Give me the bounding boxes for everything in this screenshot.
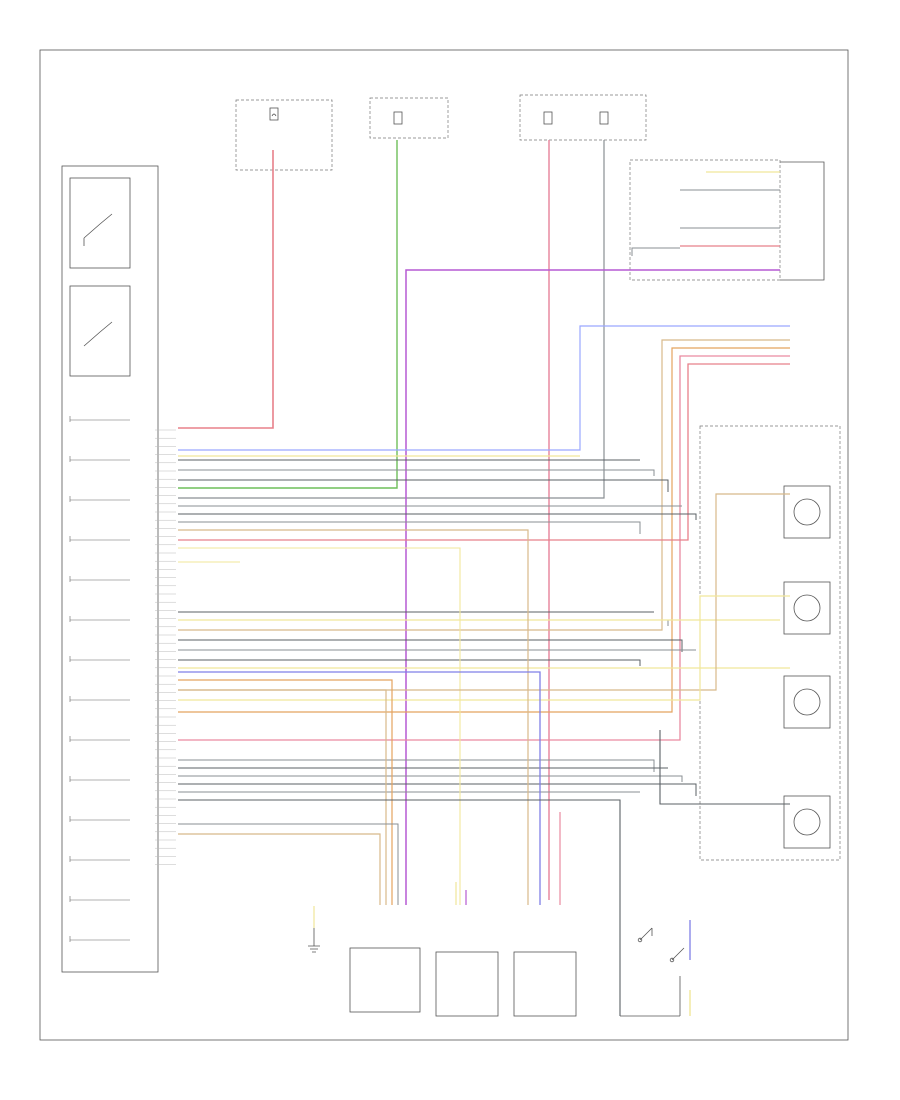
wire-tan-4 bbox=[178, 689, 387, 905]
wire-gray-13 bbox=[178, 775, 683, 782]
wire-tan-2 bbox=[178, 493, 790, 691]
fuse-box-right bbox=[519, 94, 647, 141]
wire-yellow-2 bbox=[178, 547, 461, 905]
wire-gray-14 bbox=[178, 783, 697, 796]
tire-pressure-sensor-3 bbox=[783, 675, 831, 729]
wire-tan-5 bbox=[178, 833, 381, 905]
wire-purple-run bbox=[405, 269, 780, 905]
wire-red-2 bbox=[178, 363, 790, 541]
wire-orange bbox=[178, 347, 790, 713]
wire-blue-2 bbox=[178, 671, 541, 905]
wire-blue-run bbox=[178, 325, 790, 451]
pressure-sensor-connector-left bbox=[435, 951, 499, 1017]
wire-gray-1 bbox=[178, 469, 655, 476]
wire-pink-2 bbox=[178, 355, 790, 741]
wire-gray-b bbox=[178, 823, 399, 905]
connector-pin-column bbox=[155, 429, 176, 865]
control-module-left bbox=[61, 165, 159, 973]
wire-gray-4 bbox=[178, 513, 697, 520]
fuse-box-left bbox=[235, 99, 333, 171]
diagram-frame bbox=[39, 49, 849, 1041]
seat-sensor-connector bbox=[349, 947, 421, 1013]
wire-gray-7 bbox=[178, 619, 669, 626]
wire-gray-8 bbox=[178, 639, 683, 652]
wire-gray-2 bbox=[178, 479, 669, 492]
fuse-box-center bbox=[369, 97, 449, 139]
wire-red-feed bbox=[178, 150, 274, 429]
component-top-right bbox=[629, 159, 825, 281]
ground-symbol bbox=[308, 928, 320, 953]
wire-harness bbox=[178, 140, 790, 1016]
wire-gray-feed bbox=[178, 140, 605, 499]
switch-assembly bbox=[619, 916, 685, 1017]
wire-dark-r bbox=[659, 730, 790, 805]
wire-orange-2 bbox=[178, 679, 393, 905]
wire-yellow-6 bbox=[178, 595, 790, 701]
tire-pressure-sensor-4 bbox=[783, 795, 831, 849]
pressure-sensor-connector-right bbox=[513, 951, 577, 1017]
wire-tan bbox=[178, 339, 790, 631]
wire-tan-3 bbox=[178, 529, 529, 905]
tire-pressure-sensor-2 bbox=[783, 581, 831, 635]
wire-dark-b bbox=[178, 799, 621, 1016]
wire-gray-10 bbox=[178, 659, 641, 666]
wire-gray-11 bbox=[178, 759, 655, 772]
tire-pressure-sensor-1 bbox=[783, 485, 831, 539]
wire-gray-5 bbox=[178, 521, 641, 534]
wire-green-feed bbox=[178, 140, 398, 489]
component-frame-right bbox=[699, 425, 841, 861]
wire-stub-5 bbox=[631, 247, 680, 256]
